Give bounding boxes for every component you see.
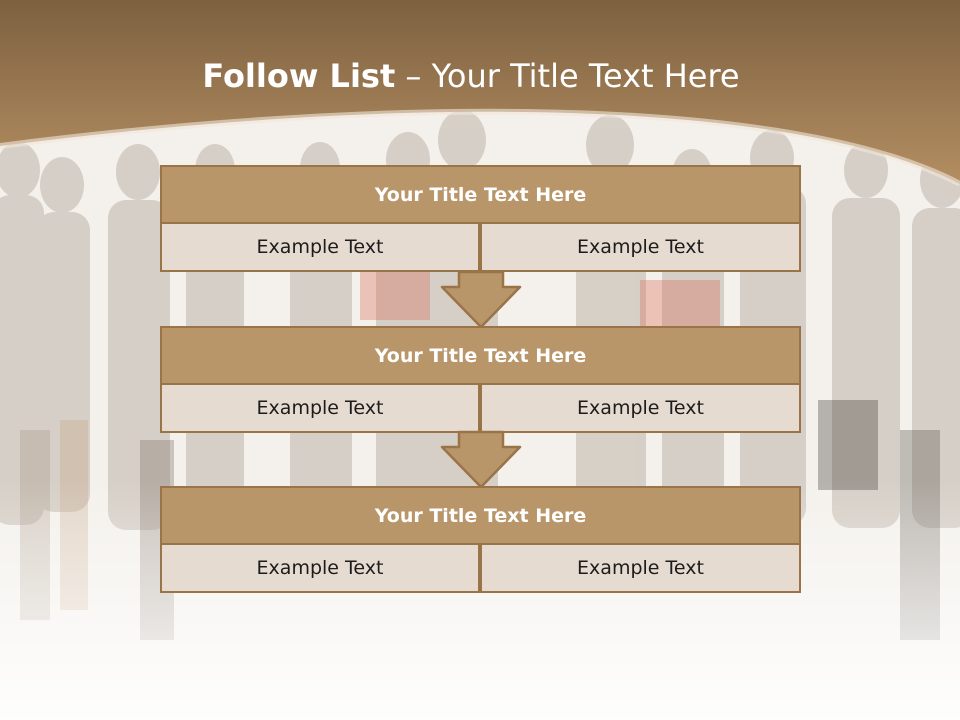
group-3-right-cell: Example Text [480, 543, 801, 593]
group-3-left-cell: Example Text [160, 543, 480, 593]
group-1-header: Your Title Text Here [160, 165, 801, 224]
slide-title: Follow List – Your Title Text Here [0, 52, 942, 100]
group-1-right-cell: Example Text [480, 222, 801, 272]
list-group-2: Your Title Text Here Example Text Exampl… [160, 326, 801, 433]
group-2-header: Your Title Text Here [160, 326, 801, 385]
slide-title-bold: Follow List [202, 57, 396, 95]
down-arrow-icon [440, 270, 522, 329]
down-arrow-icon [440, 430, 522, 489]
slide-title-rest: – Your Title Text Here [395, 57, 740, 95]
group-2-right-cell: Example Text [480, 383, 801, 433]
group-1-left-cell: Example Text [160, 222, 480, 272]
group-2-left-cell: Example Text [160, 383, 480, 433]
group-3-header: Your Title Text Here [160, 486, 801, 545]
list-group-1: Your Title Text Here Example Text Exampl… [160, 165, 801, 272]
list-group-3: Your Title Text Here Example Text Exampl… [160, 486, 801, 593]
